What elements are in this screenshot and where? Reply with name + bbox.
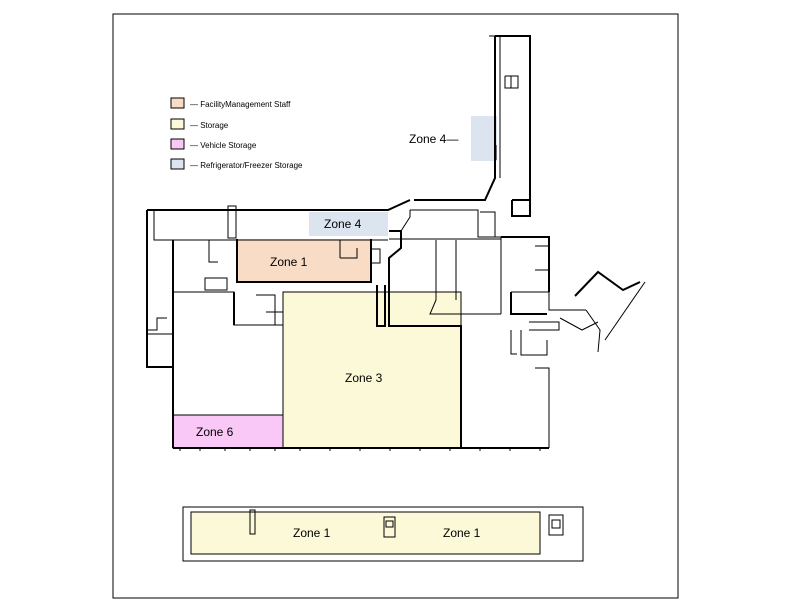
legend: — FacilityManagement Staff — Storage — V… <box>170 97 303 170</box>
legend-label-vehicle-storage: — Vehicle Storage <box>190 141 257 150</box>
zone1-bottom-right-label: Zone 1 <box>443 526 481 540</box>
legend-swatch-storage <box>170 118 185 130</box>
legend-label-refrigerator: — Refrigerator/Freezer Storage <box>190 161 303 170</box>
legend-label-storage: — Storage <box>190 121 229 130</box>
page-frame <box>112 13 679 599</box>
zone4-strip-fill <box>309 212 388 236</box>
zone3-label: Zone 3 <box>345 371 383 385</box>
restroom-icon <box>548 514 564 536</box>
zone1-bottom-left-label: Zone 1 <box>293 526 331 540</box>
legend-swatch-refrigerator <box>170 158 185 170</box>
east-wing-walls <box>510 245 646 356</box>
north-wing-walls <box>414 35 531 217</box>
zone6-label: Zone 6 <box>196 425 234 439</box>
legend-label-facility-staff: — FacilityManagement Staff <box>190 100 291 109</box>
zone-boundaries <box>172 291 462 449</box>
bottom-annex <box>182 506 584 562</box>
zone6-fill <box>173 415 283 448</box>
stair-icon <box>383 516 396 538</box>
legend-swatch-vehicle-storage <box>170 138 185 150</box>
zone1-room-walls <box>204 239 381 291</box>
zone1-main-label: Zone 1 <box>270 255 308 269</box>
south-wall-ticks <box>179 448 541 451</box>
zone4-callout-label: Zone 4— <box>409 132 458 146</box>
zone1-bottom-fill <box>191 512 540 554</box>
zone1-main-fill <box>237 239 371 282</box>
zone3-fill <box>283 292 461 448</box>
elevator-icon <box>249 509 256 535</box>
zone4-callout-fill <box>471 116 497 161</box>
legend-swatch-facility-staff <box>170 97 185 109</box>
zone4-strip-label: Zone 4 <box>324 217 362 231</box>
